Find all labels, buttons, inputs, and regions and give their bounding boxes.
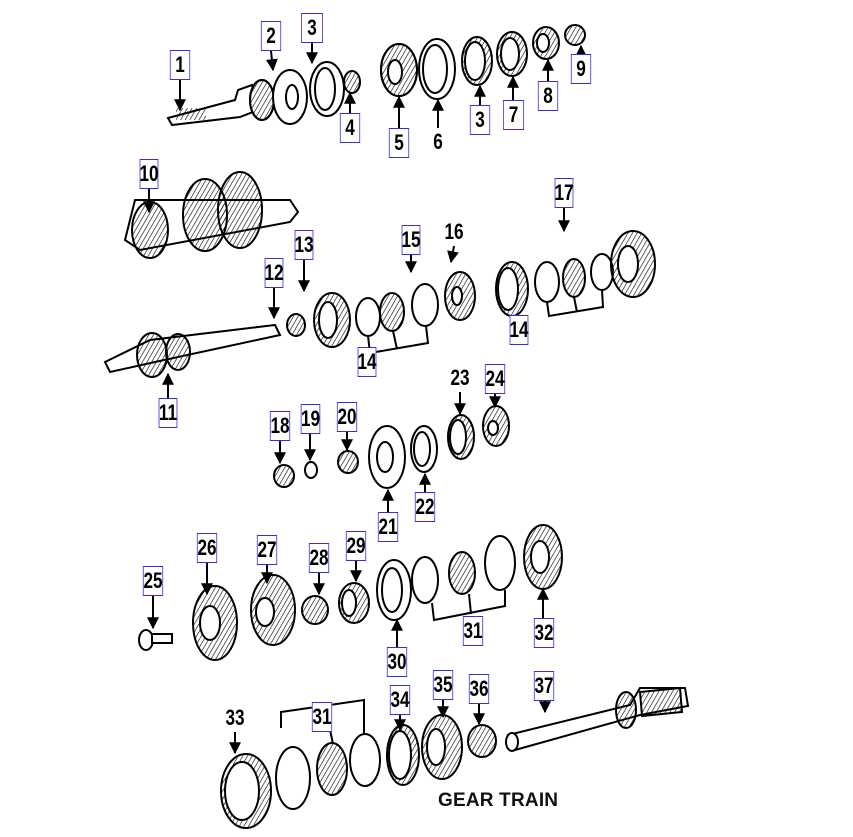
part-26-gear <box>192 585 238 661</box>
callout-c24: 24 <box>484 364 506 394</box>
part-28-bearing <box>301 595 329 625</box>
callout-c27: 27 <box>256 535 278 565</box>
part-8-gear <box>532 26 560 60</box>
callout-c13: 13 <box>294 230 314 260</box>
callout-c2: 2 <box>260 21 282 51</box>
part-34-ring <box>386 724 420 786</box>
part-37-output-shaft <box>505 686 690 752</box>
callout-c9: 9 <box>570 54 592 84</box>
part-32-hub <box>523 524 563 590</box>
callout-c28: 28 <box>308 543 330 573</box>
callout-c37: 37 <box>533 671 555 701</box>
callout-c3b: 3 <box>469 105 491 135</box>
callout-c12: 12 <box>264 258 284 288</box>
callout-c7: 7 <box>502 100 525 130</box>
part-11-mainshaft <box>103 323 282 378</box>
callout-c26: 26 <box>196 533 218 563</box>
diagram-title: GEAR TRAIN <box>438 790 559 811</box>
part-1-input-shaft <box>166 79 275 127</box>
callout-c15: 15 <box>401 225 421 255</box>
callout-c8: 8 <box>537 81 559 111</box>
part-10-cluster-gear <box>123 171 300 259</box>
callout-c29: 29 <box>345 531 367 561</box>
part-33-sleeve <box>220 753 272 829</box>
part-21-bearing <box>368 425 406 489</box>
part-3-ring <box>309 61 345 117</box>
part-18-bearing <box>273 464 295 488</box>
part-6-ring <box>418 38 456 100</box>
part-29-bushing <box>338 582 370 624</box>
part-12-bearing <box>286 313 306 337</box>
callout-c1: 1 <box>169 50 191 80</box>
part-22-ring <box>410 425 438 473</box>
part-14a-synchro-set <box>355 283 439 337</box>
part-2-washer <box>272 69 308 125</box>
callout-c23: 23 <box>450 365 470 390</box>
callout-c35: 35 <box>432 670 454 700</box>
part-7-synchro <box>496 31 528 77</box>
callout-c30: 30 <box>386 647 408 677</box>
part-5-gear <box>380 43 418 97</box>
callout-c19: 19 <box>300 404 321 434</box>
part-9-bearing <box>564 24 586 46</box>
part-31b-synchro-set <box>275 733 381 810</box>
callout-c18: 18 <box>269 411 291 441</box>
callout-c3a: 3 <box>301 13 323 43</box>
part-25-bolt <box>138 629 173 651</box>
callout-c11: 11 <box>158 398 178 428</box>
callout-c17: 17 <box>554 178 574 208</box>
callout-c14b: 14 <box>509 315 529 345</box>
callout-c10: 10 <box>139 159 159 189</box>
part-31a-synchro-set <box>411 535 516 604</box>
callout-c4: 4 <box>339 113 361 143</box>
callout-c34: 34 <box>389 685 411 715</box>
callout-c20: 20 <box>336 402 358 432</box>
leader-lines <box>143 43 587 755</box>
part-30-plate <box>376 559 412 621</box>
callout-c6: 6 <box>433 129 443 154</box>
part-23-sleeve <box>447 414 475 460</box>
part-4-bearing <box>343 70 361 94</box>
callout-c5: 5 <box>388 128 410 158</box>
part-3b-ring <box>461 36 493 86</box>
part-36-bearing <box>467 724 497 758</box>
callout-c21: 21 <box>377 512 399 542</box>
part-16-sleeve <box>495 261 529 317</box>
callout-c32: 32 <box>533 618 555 648</box>
part-15-gear <box>444 271 476 321</box>
part-27-gear <box>250 574 296 646</box>
callout-c25: 25 <box>142 566 164 596</box>
part-19-snap-ring <box>304 461 318 479</box>
callout-c31b: 31 <box>311 702 333 732</box>
callout-c14a: 14 <box>357 347 377 377</box>
callout-c31a: 31 <box>462 616 484 646</box>
part-20-bearing <box>337 450 359 474</box>
callout-c16: 16 <box>444 219 464 244</box>
callout-c22: 22 <box>414 492 436 522</box>
callout-c33: 33 <box>225 705 245 730</box>
callout-c36: 36 <box>468 674 490 704</box>
part-35-gear <box>421 714 463 780</box>
part-24-gear <box>482 405 510 447</box>
part-14b-synchro-set <box>534 253 614 303</box>
part-17-gear <box>610 230 656 298</box>
part-13-gear <box>313 292 351 348</box>
